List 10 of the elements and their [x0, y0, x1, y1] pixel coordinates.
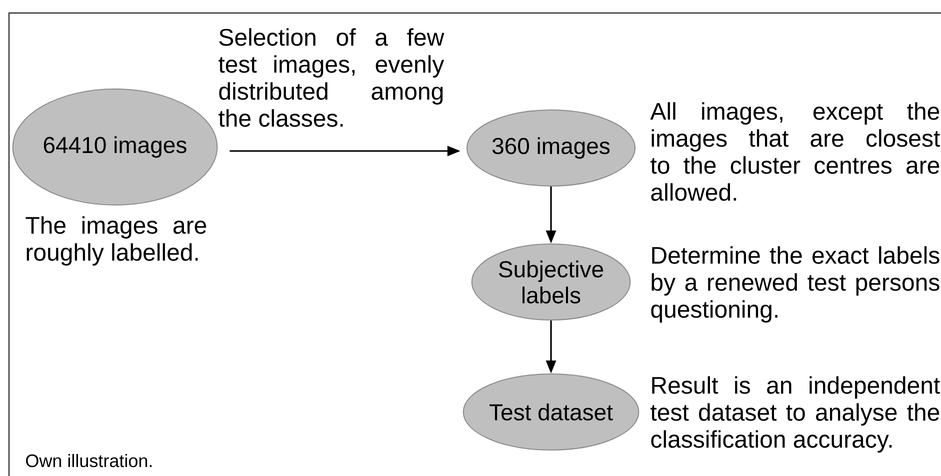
- description-text: Result is an independent test dataset to analyse the classification accuracy.: [650, 376, 940, 453]
- ellipse-node: 64410 images: [12, 88, 218, 206]
- description-text: The images are roughly labelled.: [26, 216, 206, 266]
- ellipse-node: Test dataset: [462, 374, 640, 450]
- ellipse-node: 360 images: [466, 110, 636, 186]
- caption: Own illustration.: [26, 454, 152, 468]
- description-text: All images, except the images that are closest to the cluster centres are allowed.: [650, 102, 940, 201]
- ellipse-node: Subjective labels: [471, 244, 631, 320]
- edge-label: Selection of a few test images, evenly distributed among the classes.: [218, 28, 444, 127]
- description-text: Determine the exact labels by a renewed test persons questioning.: [651, 246, 940, 323]
